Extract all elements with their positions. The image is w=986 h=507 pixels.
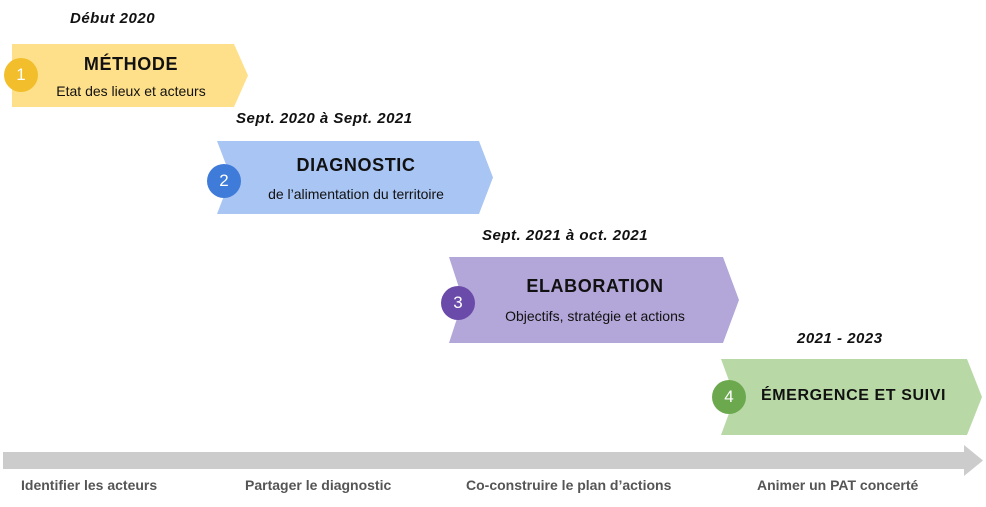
- step-1-number-badge: 1: [4, 58, 38, 92]
- step-2-number-badge: 2: [207, 164, 241, 198]
- step-3-chevron: 3 ELABORATION Objectifs, stratégie et ac…: [441, 257, 739, 343]
- step-4-chevron: 4 ÉMERGENCE ET SUIVI: [712, 359, 982, 435]
- timeline-label-4: Animer un PAT concerté: [757, 477, 919, 493]
- step-2-title: DIAGNOSTIC: [296, 155, 416, 175]
- step-1-date: Début 2020: [70, 10, 156, 27]
- step-2-chevron: 2 DIAGNOSTIC de l’alimentation du territ…: [207, 141, 493, 214]
- step-2-date: Sept. 2020 à Sept. 2021: [236, 110, 413, 127]
- step-3-subtitle: Objectifs, stratégie et actions: [505, 308, 685, 324]
- step-4-date: 2021 - 2023: [797, 330, 883, 347]
- timeline-arrow: [3, 445, 983, 476]
- timeline-label-1: Identifier les acteurs: [21, 477, 158, 493]
- step-4-shape: [721, 359, 982, 435]
- step-3-number-badge: 3: [441, 286, 475, 320]
- step-2-shape: [217, 141, 493, 214]
- step-1-subtitle: Etat des lieux et acteurs: [56, 83, 206, 99]
- step-4-number-badge: 4: [712, 380, 746, 414]
- step-1-chevron: 1 MÉTHODE Etat des lieux et acteurs: [4, 44, 248, 107]
- timeline-arrow-shape: [3, 445, 983, 476]
- step-1-title: MÉTHODE: [83, 54, 179, 74]
- step-2-subtitle: de l’alimentation du territoire: [268, 186, 444, 202]
- step-1-shape: [12, 44, 248, 107]
- step-3-shape: [449, 257, 739, 343]
- timeline-label-2: Partager le diagnostic: [245, 477, 392, 493]
- step-3-title: ELABORATION: [526, 276, 664, 296]
- step-3-date: Sept. 2021 à oct. 2021: [482, 227, 649, 244]
- step-4-title: ÉMERGENCE ET SUIVI: [760, 387, 947, 404]
- timeline-label-3: Co-construire le plan d’actions: [466, 477, 672, 493]
